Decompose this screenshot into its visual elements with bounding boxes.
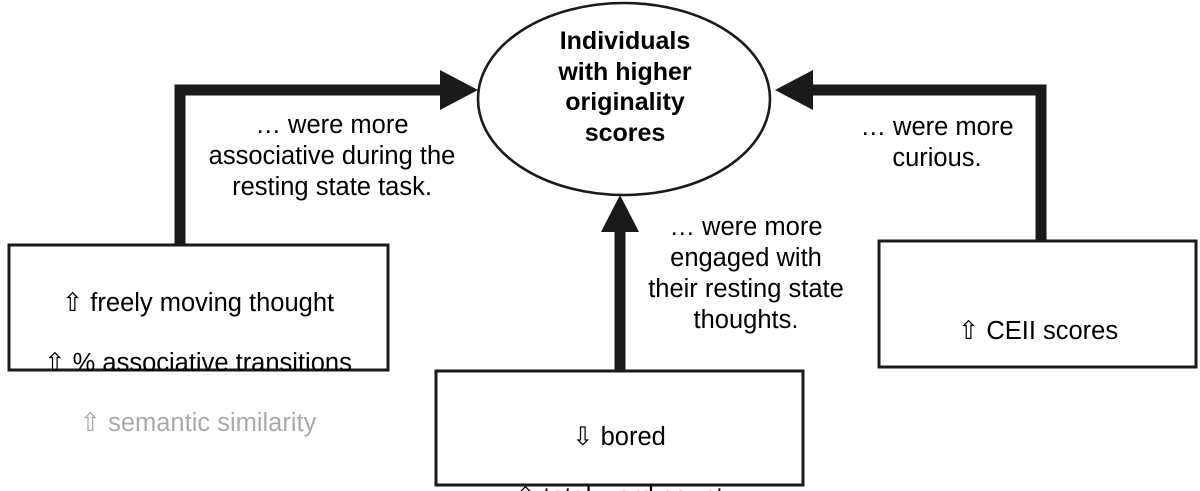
edge-label-left: … were more associative during the resti… — [208, 111, 456, 201]
bottom-box-line-2: ⇧ total word count — [437, 482, 801, 491]
arrow-right-to-center — [806, 84, 1047, 241]
left-box — [7, 243, 390, 372]
right-box-line-1: ⇧ CEII scores — [957, 317, 1119, 346]
left-box-line-1: ⇧ freely moving thought — [61, 289, 335, 318]
arrowhead-center — [601, 195, 639, 232]
left-box-line-2: ⇧ % associative transitions — [44, 349, 352, 378]
arrowhead-right — [775, 70, 813, 110]
right-box — [877, 239, 1198, 369]
edge-label-center: … were more engaged with their resting s… — [648, 213, 844, 334]
right-box-label: ⇧ CEII scores — [880, 286, 1196, 376]
edge-label-right: … were more curious. — [860, 113, 1014, 172]
arrow-left-to-center — [174, 84, 447, 245]
bottom-box-label: ⇩ bored ⇧ total word count — [437, 392, 801, 491]
center-ellipse-label: Individuals with higher originality scor… — [558, 27, 692, 147]
left-box-label: ⇧ freely moving thought ⇧ % associative … — [10, 258, 386, 469]
arrowhead-left — [440, 70, 478, 110]
bottom-box-line-1: ⇩ bored — [572, 423, 666, 452]
center-ellipse — [476, 1, 772, 197]
left-box-line-3: ⇧ semantic similarity — [79, 409, 317, 438]
